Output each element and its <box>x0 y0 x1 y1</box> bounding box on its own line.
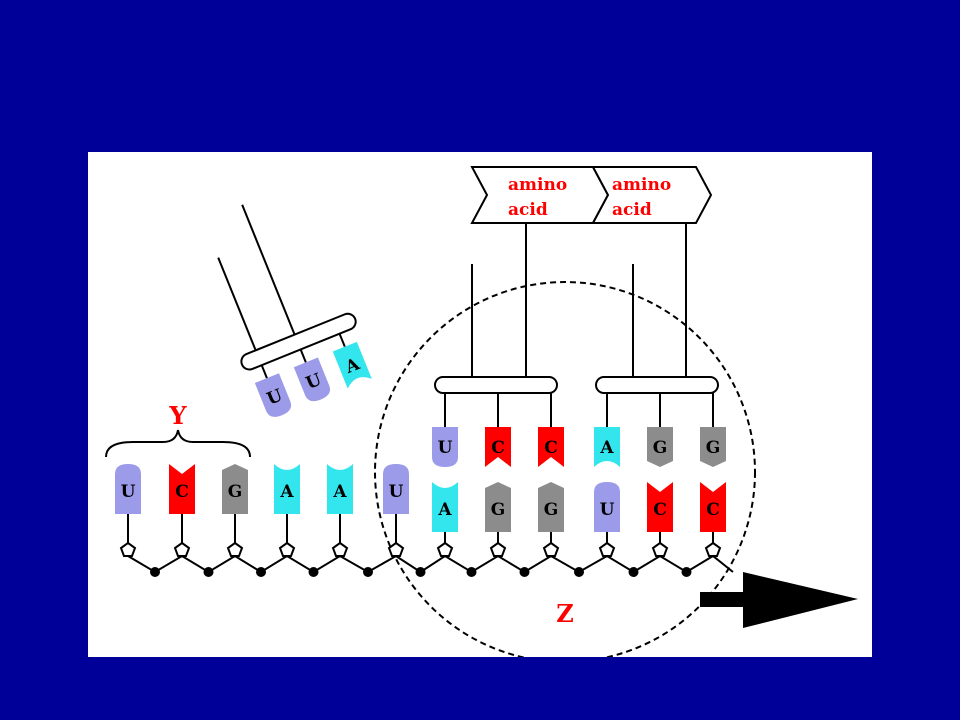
direction-arrow <box>700 572 858 628</box>
amino-acid-1-line2: acid <box>508 200 548 220</box>
mrna-base-U: U <box>594 482 620 532</box>
mrna-base-G: G <box>538 482 564 532</box>
mrna-base-label: U <box>121 482 136 502</box>
mrna-base-label: U <box>600 500 615 520</box>
mrna-base-label: C <box>175 482 189 502</box>
trna-2-base-label: G <box>653 438 668 458</box>
sugar <box>542 541 560 557</box>
phosphate <box>519 567 530 577</box>
amino-acid-2-line1: amino <box>612 175 671 195</box>
trna-1-base-label: C <box>544 438 558 458</box>
mrna-base-C: C <box>647 482 673 532</box>
trna-2-base-G: G <box>647 427 673 467</box>
sugar <box>598 541 616 557</box>
free-trna-base-label: U <box>303 370 324 394</box>
trna-2-base-G: G <box>700 427 726 467</box>
trna-2-bar <box>595 376 719 394</box>
trna-2-base-label: G <box>706 438 721 458</box>
mrna-base-label: A <box>279 482 294 502</box>
phosphate <box>256 567 266 577</box>
trna-1-base-C: C <box>538 427 564 467</box>
phosphate <box>466 567 477 577</box>
trna-1-base-C: C <box>485 427 511 467</box>
trna-1-base-U: U <box>432 427 458 467</box>
sugar <box>331 541 349 557</box>
translation-diagram: Y Z amino acid amino acid <box>105 166 858 663</box>
mrna-base-A: A <box>274 464 300 514</box>
mrna-base-label: G <box>491 500 506 520</box>
phosphate <box>628 567 639 577</box>
mrna-base-C: C <box>700 482 726 532</box>
y-label: Y <box>168 401 187 430</box>
mrna-base-label: U <box>389 482 404 502</box>
phosphate-backbone <box>127 554 734 574</box>
amino-acid-2-line2: acid <box>612 200 652 220</box>
diagram-panel: Y Z amino acid amino acid <box>88 152 872 663</box>
free-trna-stem <box>299 349 307 363</box>
mrna-base-label: C <box>653 500 667 520</box>
mrna-base-label: A <box>437 500 452 520</box>
free-trna-base-A: A <box>332 341 372 389</box>
sugar <box>489 541 507 557</box>
free-trna-stem <box>260 364 268 379</box>
trna-2-base-label: A <box>599 438 614 458</box>
mrna-base-label: G <box>544 500 559 520</box>
free-trna-base-U: U <box>293 357 331 402</box>
amino-acid-1-line1: amino <box>508 175 567 195</box>
mrna-base-label: G <box>228 482 243 502</box>
phosphate <box>150 567 160 577</box>
mrna-base-G: G <box>222 464 248 514</box>
free-trna-stem <box>338 333 346 348</box>
sugar <box>704 541 722 557</box>
phosphate <box>415 567 426 577</box>
phosphate <box>681 567 692 577</box>
trna-1-base-label: U <box>438 438 453 458</box>
phosphate <box>203 567 214 577</box>
sugar <box>119 541 137 557</box>
trna-1-base-label: C <box>491 438 505 458</box>
phosphate <box>363 567 373 577</box>
mrna-base-U: U <box>383 464 409 514</box>
amino-acid-2-shape <box>591 166 713 224</box>
trna-2-base-A: A <box>594 427 620 467</box>
mrna-backbone <box>119 514 734 577</box>
mrna-base-A: A <box>432 482 458 532</box>
free-trna-base-U: U <box>254 373 292 417</box>
mrna-base-A: A <box>327 464 353 514</box>
sugar <box>278 541 296 557</box>
mrna-base-G: G <box>485 482 511 532</box>
trna-1-bar <box>434 376 558 394</box>
phosphate <box>574 567 584 577</box>
sugar <box>387 541 405 557</box>
ribosome-circle <box>374 281 756 663</box>
z-label: Z <box>556 599 574 628</box>
free-trna: UUA <box>217 204 372 417</box>
sugar <box>436 541 454 557</box>
sugar <box>173 541 191 557</box>
mrna-base-C: C <box>169 464 195 514</box>
mrna-base-label: A <box>332 482 347 502</box>
mrna-base-label: C <box>706 500 720 520</box>
free-trna-base-label: U <box>264 386 285 410</box>
y-bracket <box>105 429 251 458</box>
sugar <box>226 541 244 557</box>
sugar <box>651 541 669 557</box>
mrna-base-U: U <box>115 464 141 514</box>
phosphate <box>308 567 319 577</box>
